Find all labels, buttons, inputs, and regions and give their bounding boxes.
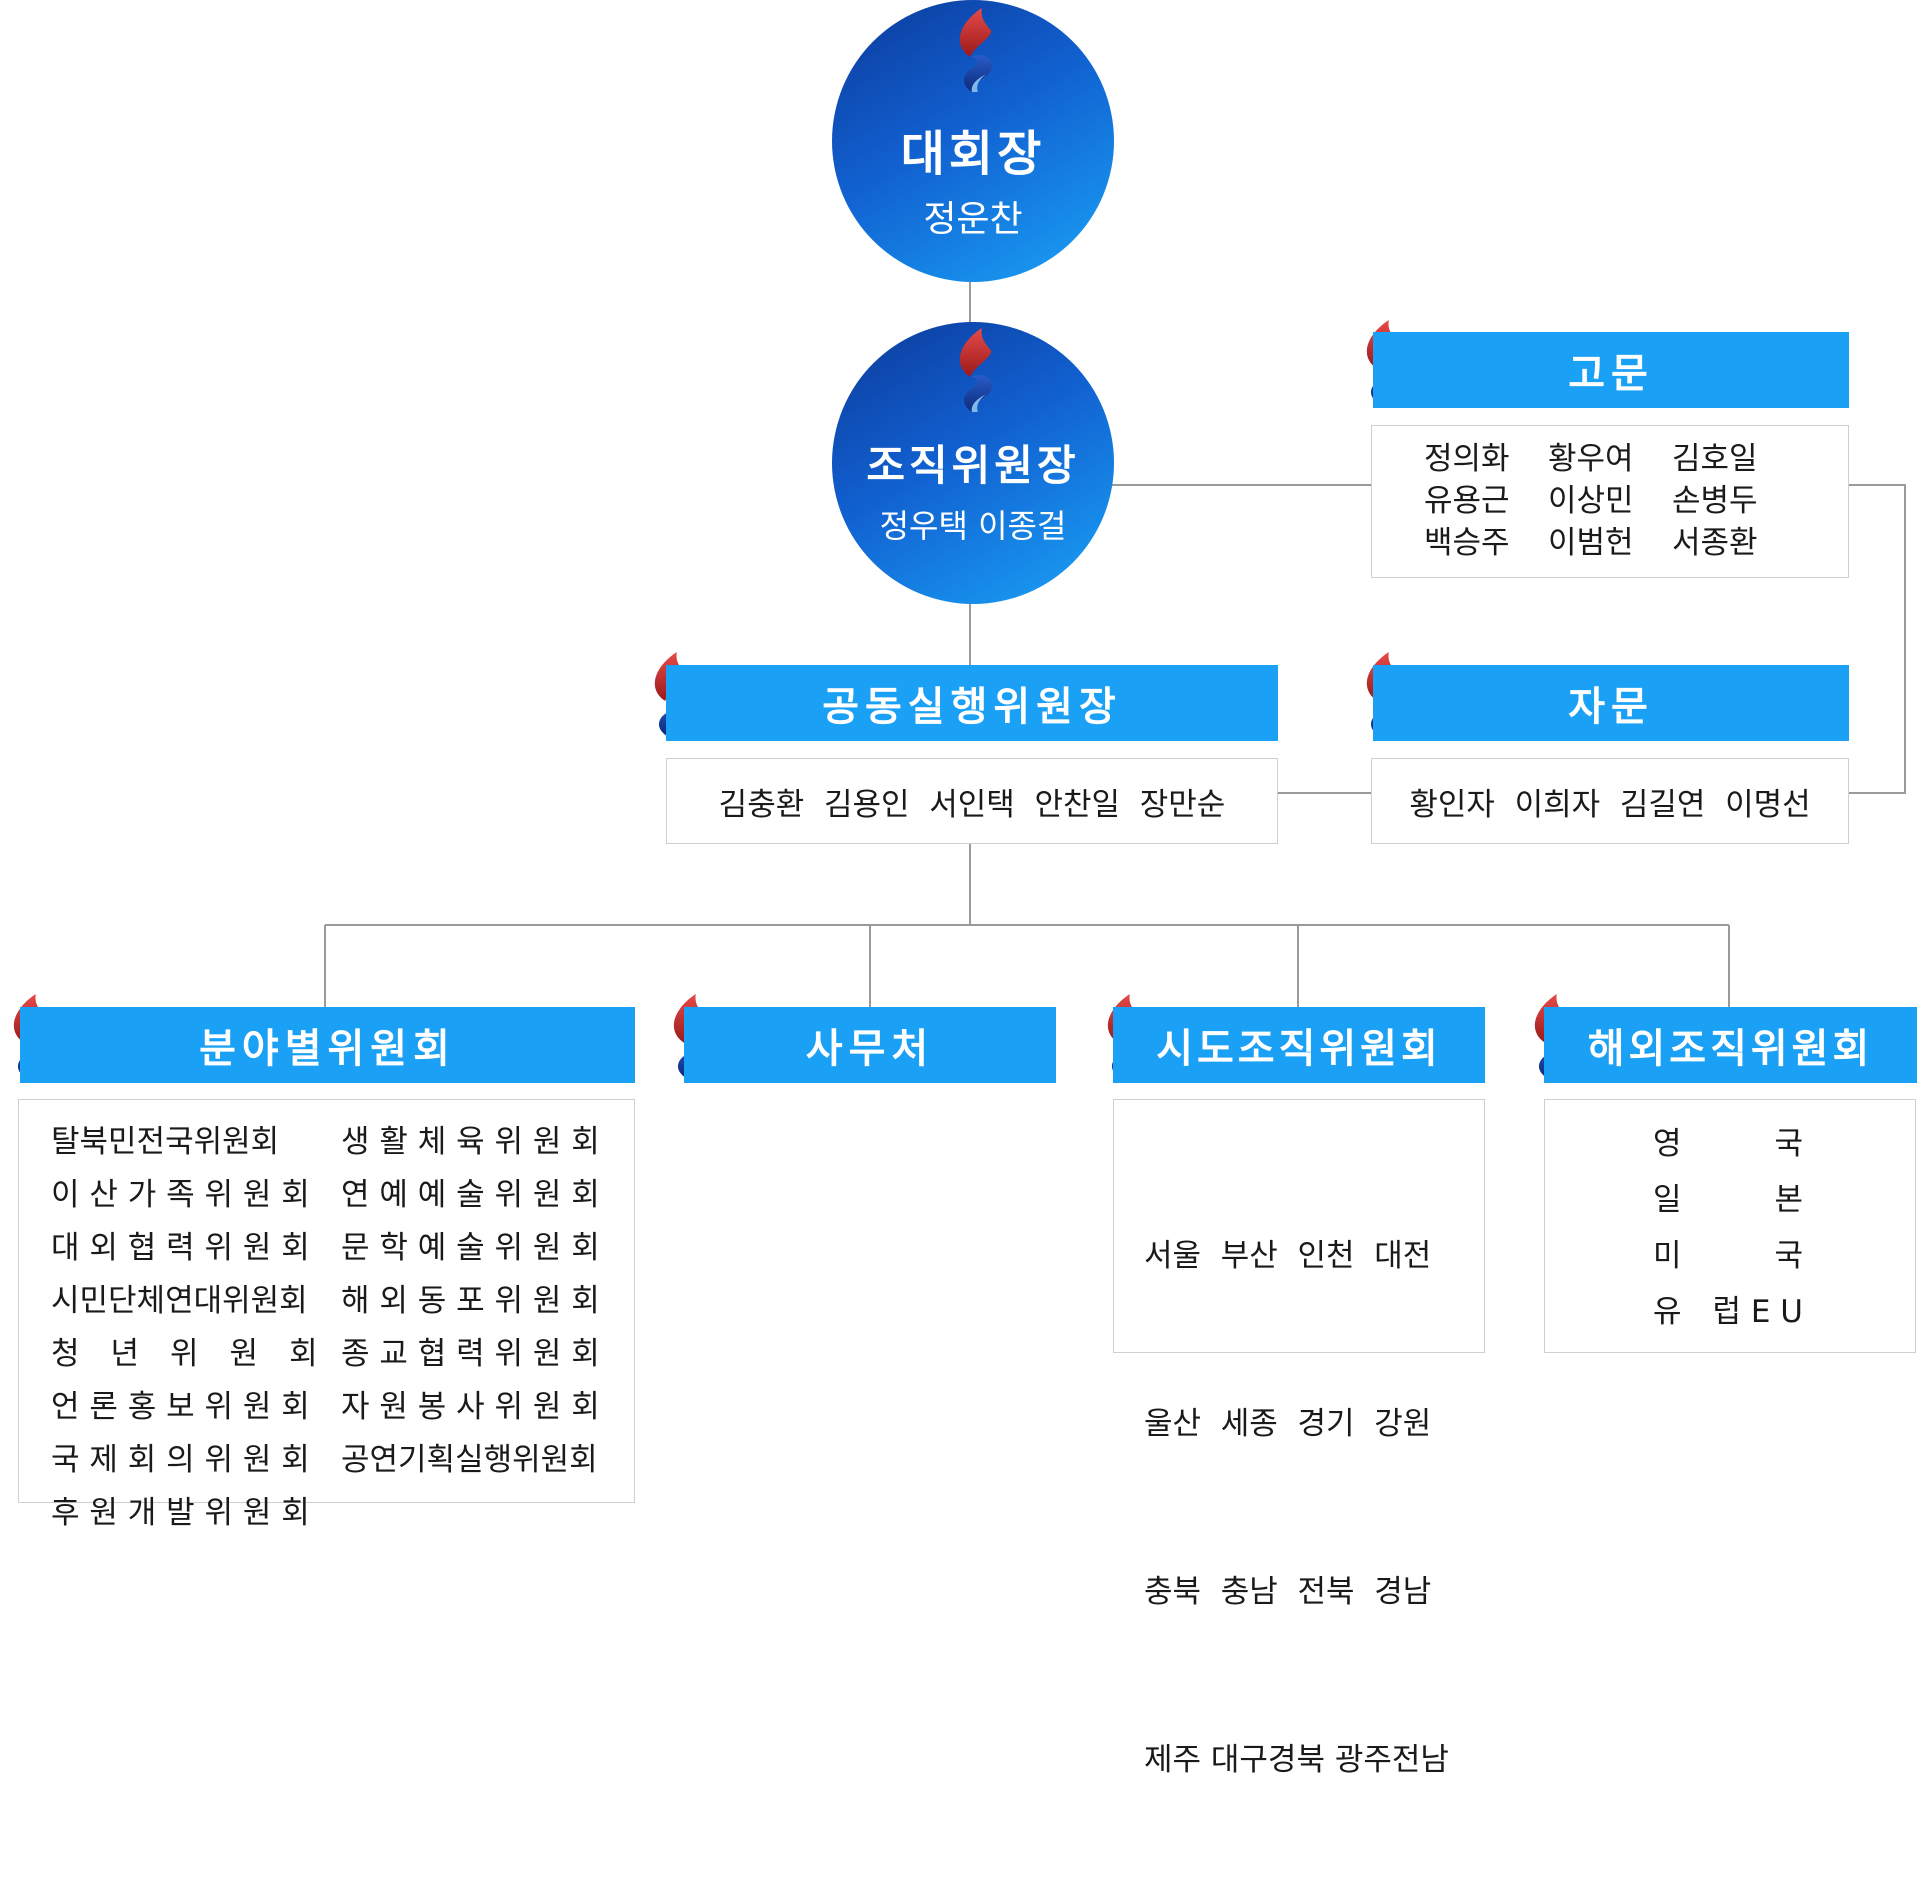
country-char: 국 [1774,1126,1803,1162]
co-executive-panel: 김충환 김용인 서인택 안찬일 장만순 [666,758,1278,844]
consultation-title: 자문 [1568,684,1654,730]
organizing-chair-title: 조직위원장 [866,441,1080,490]
advisors-panel: 정의화 황우여 김호일 유용근 이상민 손병두 백승주 이범헌 서종환 [1371,425,1849,578]
advisor-name: 이범헌 [1548,525,1634,561]
committee-item: 문 학 예 술 위 원 회 [341,1230,600,1266]
secretariat-title: 사무처 [805,1026,935,1072]
overseas-header: 해외조직위원회 [1544,1007,1917,1083]
overseas-title: 해외조직위원회 [1587,1026,1874,1072]
connector-lines [324,282,1906,1007]
consultation-panel: 황인자 이희자 김길연 이명선 [1371,758,1849,844]
country-char: 국 [1774,1238,1803,1274]
president-name: 정운찬 [923,199,1023,240]
advisor-name: 백승주 [1424,525,1510,561]
committee-item: 탈북민전국위원회 [51,1124,280,1160]
regional-header: 시도조직위원회 [1113,1007,1485,1083]
committee-item: 이 산 가 족 위 원 회 [51,1177,310,1213]
regional-title: 시도조직위원회 [1156,1026,1442,1072]
country-char: 럽 E U [1712,1294,1803,1330]
consultation-header: 자문 [1373,665,1849,741]
country-char: 유 [1653,1294,1682,1330]
consultation-members: 황인자 이희자 김길연 이명선 [1409,786,1811,823]
committees-title: 분야별위원회 [199,1026,456,1072]
advisor-name: 손병두 [1672,483,1758,519]
committee-item: 연 예 예 술 위 원 회 [341,1177,600,1213]
committee-item: 후 원 개 발 위 원 회 [51,1495,310,1531]
advisor-name: 황우여 [1548,441,1634,477]
regional-panel: 서울 부산 인천 대전 울산 세종 경기 강원 충북 충남 전북 경남 제주 대… [1113,1099,1485,1778]
committee-item: 생 활 체 육 위 원 회 [341,1124,600,1160]
advisor-name: 김호일 [1672,441,1758,477]
advisor-name: 유용근 [1424,483,1510,519]
committee-item: 해 외 동 포 위 원 회 [341,1283,600,1319]
org-symbol-icon [959,327,993,413]
committee-item: 청 년 위 원 회 [51,1336,318,1372]
advisors-header: 고문 [1373,332,1849,408]
region-row: 서울 부산 인천 대전 [1144,1238,1432,1274]
region-row: 충북 충남 전북 경남 [1144,1574,1432,1610]
country-char: 일 [1653,1182,1682,1218]
co-executive-title: 공동실행위원장 [822,684,1122,730]
region-row: 제주 대구경북 광주전남 [1144,1742,1449,1778]
region-row: 울산 세종 경기 강원 [1144,1406,1432,1442]
advisors-title: 고문 [1568,351,1654,397]
advisor-name: 서종환 [1672,525,1758,561]
committee-item: 종 교 협 력 위 원 회 [341,1336,600,1372]
committee-item: 대 외 협 력 위 원 회 [51,1230,310,1266]
president-title: 대회장 [900,126,1046,182]
committee-item: 자 원 봉 사 위 원 회 [341,1389,600,1425]
advisor-name: 이상민 [1548,483,1634,519]
president-circle: 대회장 정운찬 [832,0,1114,282]
country-char: 영 [1653,1126,1682,1162]
org-symbol-icon [959,7,993,93]
committee-item: 언 론 홍 보 위 원 회 [51,1389,310,1425]
committee-item: 국 제 회 의 위 원 회 [51,1442,310,1478]
committee-item: 공연기획실행위원회 [341,1442,598,1478]
co-executive-members: 김충환 김용인 서인택 안찬일 장만순 [718,786,1226,823]
country-char: 미 [1653,1238,1682,1274]
advisor-name: 정의화 [1424,441,1510,477]
committee-item: 시민단체연대위원회 [51,1283,308,1319]
committees-header: 분야별위원회 [20,1007,635,1083]
organizing-chair-names: 정우택 이종걸 [879,507,1067,545]
co-executive-header: 공동실행위원장 [666,665,1278,741]
organizing-chair-circle: 조직위원장 정우택 이종걸 [832,322,1114,604]
secretariat-header: 사무처 [684,1007,1056,1083]
committees-panel: 탈북민전국위원회 이 산 가 족 위 원 회 대 외 협 력 위 원 회 시민단… [18,1099,635,1531]
country-char: 본 [1774,1182,1803,1218]
